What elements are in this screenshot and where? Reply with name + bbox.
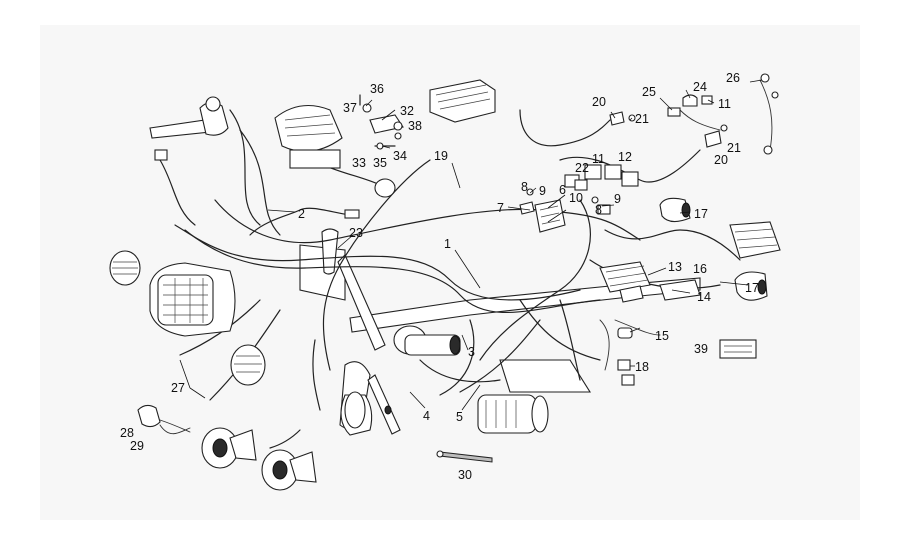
callout-28: 28 <box>120 426 134 440</box>
horn-left <box>230 344 266 386</box>
callout-6: 6 <box>559 183 566 197</box>
callout-7: 7 <box>497 201 504 215</box>
callout-34: 34 <box>393 149 407 163</box>
side-stand-switch <box>137 404 191 435</box>
callout-14: 14 <box>697 290 711 304</box>
callout-8a: 8 <box>521 180 528 194</box>
front-turn-signal-left <box>109 250 141 286</box>
callout-9a: 9 <box>539 184 546 198</box>
rear-turn-signal-lower <box>734 271 768 301</box>
callout-12: 12 <box>618 150 632 164</box>
pickup-sensor <box>367 374 401 435</box>
callout-11b: 11 <box>718 97 731 111</box>
callout-15: 15 <box>655 329 669 343</box>
brake-switch-15 <box>617 327 633 339</box>
cable-tie-30 <box>436 450 493 463</box>
callout-labels: 1 2 3 4 5 6 7 8 8 9 9 10 11 11 12 13 14 … <box>120 71 759 482</box>
headlight <box>149 262 236 337</box>
callout-21b: 21 <box>727 141 741 155</box>
sensor-26 <box>760 73 779 155</box>
callout-21a: 21 <box>635 112 649 126</box>
callout-35: 35 <box>373 156 387 170</box>
callout-8b: 8 <box>595 203 602 217</box>
callout-37: 37 <box>343 101 357 115</box>
callout-26: 26 <box>726 71 740 85</box>
callout-32: 32 <box>400 104 414 118</box>
label-plate-39 <box>719 339 757 359</box>
control-unit-box <box>429 79 496 123</box>
callout-39: 39 <box>694 342 708 356</box>
rear-switch-block <box>619 279 701 303</box>
rear-turn-signal-left <box>201 427 257 469</box>
callout-20b: 20 <box>714 153 728 167</box>
callout-leaders <box>179 79 763 411</box>
handlebar-plug <box>154 149 396 219</box>
callout-4: 4 <box>423 409 430 423</box>
left-handlebar-switch <box>149 96 229 139</box>
taillight <box>729 221 781 259</box>
callout-29: 29 <box>130 439 144 453</box>
rear-turn-signal-upper <box>659 197 691 223</box>
voltage-regulator <box>599 261 651 293</box>
callout-22: 22 <box>575 161 589 175</box>
callout-1: 1 <box>444 237 451 251</box>
callout-33: 33 <box>352 156 366 170</box>
bolts-33-38 <box>359 94 404 150</box>
callout-18: 18 <box>635 360 649 374</box>
callout-16: 16 <box>693 262 707 276</box>
callout-27: 27 <box>171 381 185 395</box>
callout-23: 23 <box>349 226 363 240</box>
callout-10: 10 <box>569 191 583 205</box>
callout-30: 30 <box>458 468 472 482</box>
fuse-holder <box>534 199 566 233</box>
connector-20-21 <box>609 111 728 148</box>
callout-20a: 20 <box>592 95 606 109</box>
callout-36: 36 <box>370 82 384 96</box>
callout-5: 5 <box>456 410 463 424</box>
ignition-coil <box>393 325 461 356</box>
connector-6-10 <box>519 188 611 215</box>
callout-9b: 9 <box>614 192 621 206</box>
instrument-cluster <box>274 104 343 169</box>
callout-25: 25 <box>642 85 656 99</box>
callout-17a: 17 <box>694 207 708 221</box>
starter-motor <box>477 394 549 434</box>
callout-38: 38 <box>408 119 422 133</box>
callout-19: 19 <box>434 149 448 163</box>
relay-18 <box>617 359 635 386</box>
main-harness <box>159 79 773 449</box>
connector-24-25 <box>667 94 713 117</box>
callout-3: 3 <box>468 345 475 359</box>
callout-24: 24 <box>693 80 707 94</box>
connector-22 <box>574 179 588 191</box>
callout-2: 2 <box>298 207 305 221</box>
callout-11a: 11 <box>592 152 605 166</box>
rear-turn-signal-right <box>261 449 317 491</box>
callout-17b: 17 <box>745 281 759 295</box>
callout-13: 13 <box>668 260 682 274</box>
